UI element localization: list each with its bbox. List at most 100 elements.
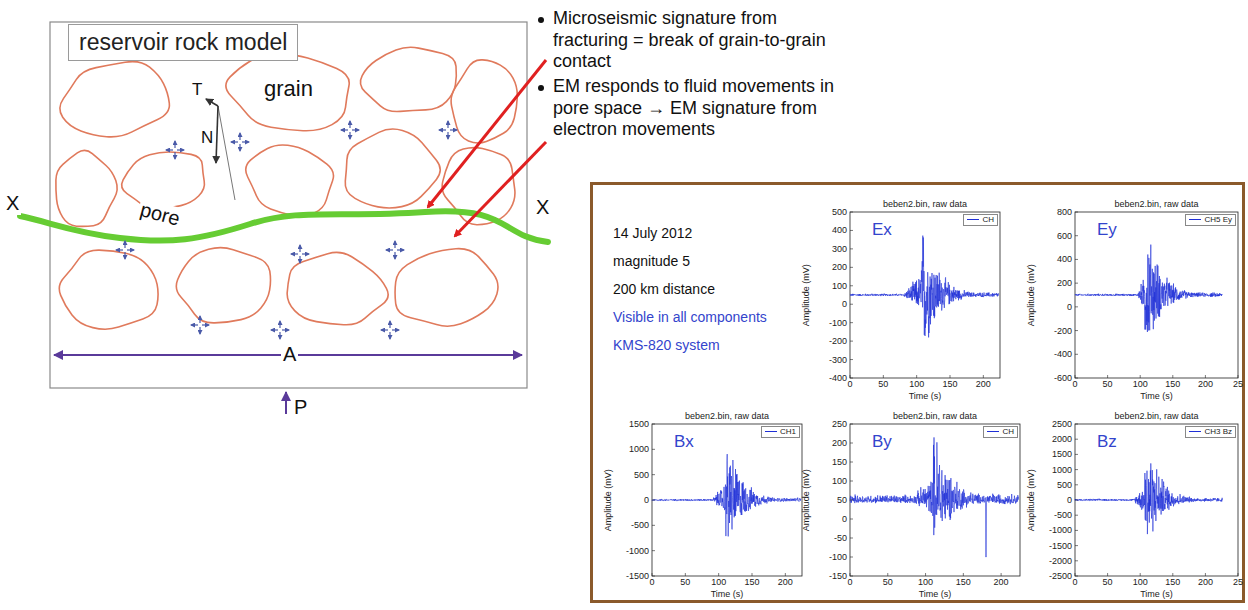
axis-tick-label: 400 [1057, 254, 1072, 264]
axis-tick [1075, 259, 1078, 260]
axis-tick [685, 573, 686, 576]
contact-force-arrow [166, 149, 173, 150]
grain-outlines [56, 47, 517, 329]
axis-tick-label: 25 [1233, 577, 1243, 587]
axis-tick [652, 500, 655, 501]
seismogram-trace [850, 236, 999, 338]
axis-tick-label: 0 [842, 514, 847, 524]
axis-tick-label: 200 [778, 577, 793, 587]
axis-tick-label: -1000 [1049, 525, 1072, 535]
plot-axes [652, 424, 802, 576]
axis-tick-label: 0 [650, 577, 655, 587]
axis-tick-label: 50 [680, 577, 690, 587]
axis-tick-label: 100 [1133, 577, 1148, 587]
axis-tick-label: -2000 [1049, 556, 1072, 566]
axis-tick [1075, 212, 1078, 213]
axis-tick-label: 200 [832, 262, 847, 272]
axis-tick [1238, 375, 1239, 378]
axis-tick [1140, 375, 1141, 378]
area-label: A [281, 343, 298, 366]
axis-tick-label: 50 [1103, 379, 1113, 389]
axis-title: Amplitude (mV) [1026, 264, 1036, 326]
axis-tick [983, 375, 984, 378]
axis-tick-label: -50 [834, 533, 847, 543]
legend-line-sample [987, 431, 999, 432]
contact-force-arrow [231, 141, 238, 142]
axis-tick [1075, 235, 1078, 236]
axis-tick [850, 557, 853, 558]
plot-axes [1075, 424, 1238, 576]
shear-label: T [190, 80, 204, 100]
contact-force-arrow [124, 241, 125, 248]
plot-axes [850, 424, 1020, 576]
axis-tick-label: 150 [745, 577, 760, 587]
plot-axes [850, 212, 1000, 378]
info-text: Visible in all components [613, 309, 767, 325]
contact-force-arrow [199, 316, 200, 323]
axis-tick-label: -100 [829, 318, 847, 328]
axis-tick-label: 0 [1073, 379, 1078, 389]
axis-tick-label: -1000 [626, 546, 649, 556]
axis-tick [850, 573, 851, 576]
axis-tick-label: -200 [1054, 326, 1072, 336]
shear-arrow [206, 99, 218, 106]
axis-tick [1075, 378, 1078, 379]
contact-force-arrow [386, 249, 393, 250]
axis-tick [850, 443, 853, 444]
axis-tick [850, 500, 853, 501]
contact-force-arrow [174, 152, 175, 159]
contact-force-arrow [392, 329, 399, 330]
axis-tick-label: 200 [1057, 278, 1072, 288]
legend-line-sample [1189, 431, 1201, 432]
seismogram-trace [1075, 245, 1222, 332]
bullet-text: Microseismic signature from fracturing =… [553, 8, 845, 73]
axis-tick [652, 424, 655, 425]
axis-tick [785, 573, 786, 576]
axis-tick [1075, 330, 1078, 331]
axis-tick-label: -400 [829, 373, 847, 383]
axis-tick [850, 267, 853, 268]
axis-tick-label: 200 [994, 577, 1009, 587]
axis-tick-label: 200 [976, 379, 991, 389]
axis-tick-label: 50 [883, 577, 893, 587]
axis-tick-label: 2500 [1052, 419, 1072, 429]
normal-line [218, 106, 235, 200]
contact-force-arrow [279, 321, 280, 328]
axis-tick-label: -400 [1054, 349, 1072, 359]
axis-tick-label: -2500 [1049, 571, 1072, 581]
axis-tick [850, 481, 853, 482]
axis-tick [1001, 573, 1002, 576]
contact-force-arrow [352, 129, 359, 130]
contact-force-arrow [397, 249, 404, 250]
axis-tick [850, 359, 853, 360]
contact-force-arrow [302, 253, 309, 254]
bullet-text: EM responds to fluid movements in pore s… [553, 76, 845, 141]
pressure-label: P [292, 396, 309, 419]
contact-force-arrow [349, 132, 350, 139]
axis-tick [1075, 283, 1078, 284]
contact-force-arrow [394, 252, 395, 259]
axis-tick-label: 200 [832, 438, 847, 448]
legend-line-sample [967, 219, 979, 220]
axis-tick-label: 100 [909, 379, 924, 389]
axis-tick-label: 150 [1165, 577, 1180, 587]
axis-tick-label: 50 [1103, 577, 1113, 587]
contact-force-arrow [381, 329, 388, 330]
axis-tick-label: 500 [1057, 480, 1072, 490]
axis-tick [1075, 573, 1076, 576]
axis-title: Time (s) [850, 391, 1000, 401]
axis-tick [1205, 573, 1206, 576]
contact-force-arrow [439, 129, 446, 130]
axis-tick-label: -300 [829, 355, 847, 365]
contact-force-arrow [239, 144, 240, 151]
contact-force-arrow [174, 141, 175, 148]
normal-arrow [216, 106, 218, 163]
axis-tick-label: 1000 [629, 444, 649, 454]
axis-tick-label: 1000 [1052, 465, 1072, 475]
legend-line-sample [1189, 219, 1201, 220]
grain-outline [59, 250, 158, 329]
seismogram-plot: Exbeben2.bin, raw dataCHAmplitude (mV)Ti… [798, 198, 1004, 406]
contact-force-arrow [127, 249, 134, 250]
normal-label: N [199, 128, 215, 148]
axis-title: Time (s) [1075, 391, 1238, 401]
